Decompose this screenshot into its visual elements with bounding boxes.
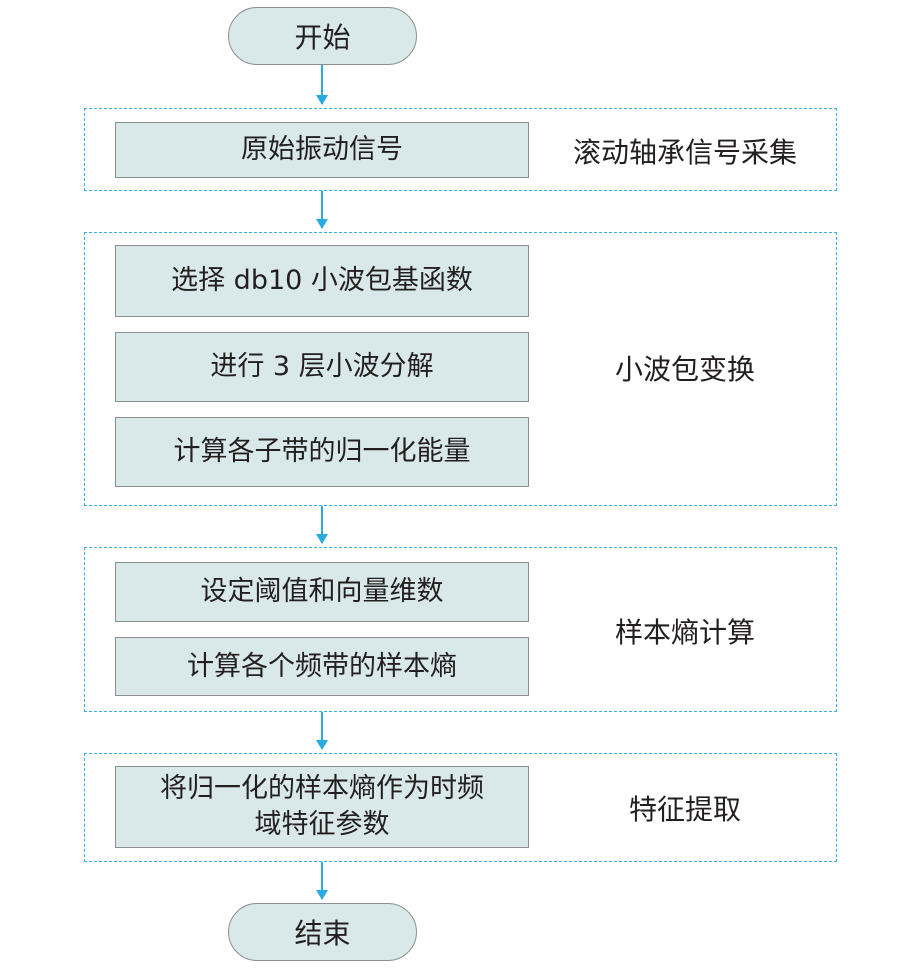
stage-label-signal-collection: 滚动轴承信号采集 — [572, 136, 797, 169]
step-decomposition: 进行 3 层小波分解 — [115, 332, 529, 402]
start-terminal: 开始 — [228, 7, 417, 65]
step-set-threshold: 设定阈值和向量维数 — [115, 562, 529, 622]
group-feature-extraction — [84, 753, 837, 862]
stage-label-feature-extraction: 特征提取 — [628, 793, 741, 826]
step-raw-vibration-signal: 原始振动信号 — [115, 122, 529, 178]
step-select-basis: 选择 db10 小波包基函数 — [115, 245, 529, 317]
end-terminal: 结束 — [228, 903, 417, 961]
step-band-entropy: 计算各个频带的样本熵 — [115, 637, 529, 696]
stage-label-wavelet-packet: 小波包变换 — [614, 353, 755, 386]
stage-label-sample-entropy: 样本熵计算 — [614, 616, 755, 649]
step-normalized-energy: 计算各子带的归一化能量 — [115, 417, 529, 487]
group-sample-entropy — [84, 547, 837, 712]
step-feature-parameters: 将归一化的样本熵作为时频 域特征参数 — [115, 766, 529, 848]
group-signal-collection — [84, 108, 837, 191]
group-wavelet-packet-transform — [84, 232, 837, 506]
